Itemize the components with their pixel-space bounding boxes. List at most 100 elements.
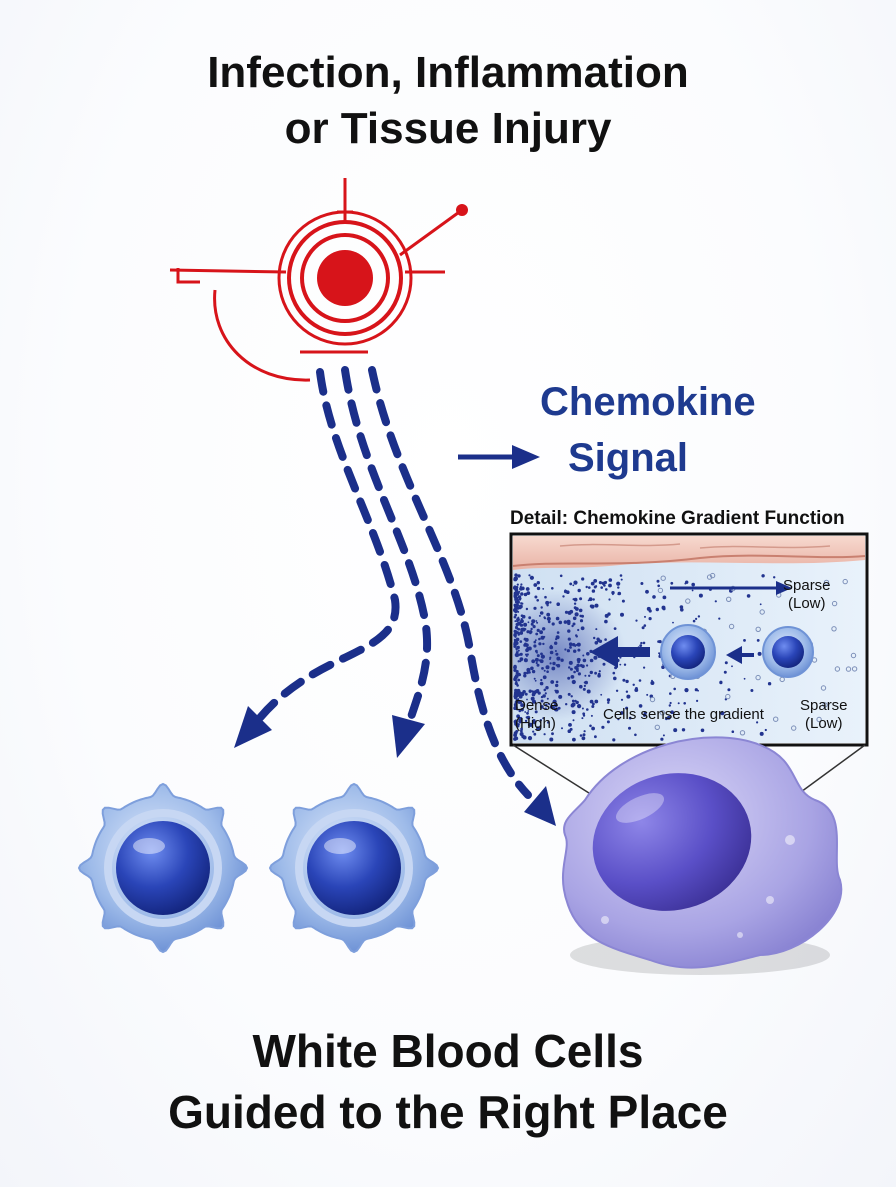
gradient-dot xyxy=(579,734,583,737)
gradient-dot xyxy=(517,633,520,636)
gradient-dot xyxy=(723,670,727,674)
gradient-dot xyxy=(755,626,761,632)
gradient-dot xyxy=(520,729,523,733)
gradient-dot xyxy=(646,693,649,696)
gradient-dot xyxy=(571,679,576,685)
gradient-dot xyxy=(646,606,651,611)
gradient-dot xyxy=(648,617,652,621)
gradient-dot xyxy=(573,606,577,610)
gradient-dot xyxy=(514,620,517,623)
gradient-dot xyxy=(851,666,858,672)
gradient-dot xyxy=(538,659,542,662)
gradient-dot xyxy=(529,722,533,727)
gradient-dot xyxy=(566,619,571,624)
gradient-dot xyxy=(519,660,522,663)
gradient-dots xyxy=(513,572,858,742)
gradient-dot xyxy=(567,692,571,696)
gradient-dot xyxy=(743,677,746,680)
gradient-dot xyxy=(617,593,620,596)
gradient-dot xyxy=(518,604,523,609)
gradient-dot xyxy=(593,585,597,589)
gradient-dot xyxy=(543,617,547,620)
gradient-dot xyxy=(669,701,672,705)
gradient-dot xyxy=(532,690,537,695)
gradient-dot xyxy=(583,730,586,733)
gradient-dot xyxy=(596,637,600,641)
gradient-dot xyxy=(572,719,575,722)
gradient-dot xyxy=(533,606,537,610)
gradient-dot xyxy=(591,726,595,731)
gradient-dot xyxy=(603,580,608,585)
gradient-dot xyxy=(514,610,516,613)
gradient-dot xyxy=(520,618,523,621)
gradient-dot xyxy=(520,614,524,617)
gradient-dot xyxy=(526,667,531,672)
gradient-dot xyxy=(513,694,517,699)
gradient-dot xyxy=(549,656,552,659)
gradient-dot xyxy=(536,654,540,658)
gradient-dot xyxy=(539,611,544,615)
gradient-dot xyxy=(516,693,519,697)
gradient-dot xyxy=(604,619,608,624)
gradient-dot xyxy=(540,652,543,656)
gradient-dot xyxy=(523,637,527,640)
gradient-dot xyxy=(555,683,559,688)
gradient-dot xyxy=(644,615,646,618)
gradient-dot xyxy=(526,591,531,595)
gradient-dot xyxy=(623,663,627,666)
gradient-dot xyxy=(773,576,776,579)
gradient-dot xyxy=(567,637,571,641)
gradient-dot xyxy=(540,705,544,709)
gradient-dot xyxy=(519,652,523,656)
gradient-dot xyxy=(756,639,760,642)
gradient-dot xyxy=(759,609,765,615)
gradient-dot xyxy=(669,692,672,695)
gradient-dot xyxy=(556,656,561,661)
gradient-dot xyxy=(662,607,666,611)
gradient-dot xyxy=(522,690,526,694)
gradient-dot xyxy=(539,681,544,686)
gradient-dot xyxy=(530,696,535,701)
gradient-dot xyxy=(559,574,563,578)
gradient-dot xyxy=(515,698,520,702)
gradient-dot xyxy=(791,725,797,731)
gradient-dot xyxy=(850,652,857,659)
gradient-dot xyxy=(546,616,551,621)
gradient-dot xyxy=(569,609,574,614)
gradient-dot xyxy=(576,663,580,668)
gradient-dot xyxy=(538,614,541,617)
gradient-dot xyxy=(540,678,543,682)
gradient-dot xyxy=(643,711,647,716)
dense-line-1: Dense xyxy=(515,697,559,714)
gradient-dot xyxy=(638,679,642,682)
gradient-dot xyxy=(534,583,537,586)
gradient-dot xyxy=(551,666,556,671)
gradient-dot xyxy=(657,584,660,588)
gradient-dot xyxy=(604,638,607,641)
gradient-dot xyxy=(632,683,635,686)
gradient-dot xyxy=(571,624,574,628)
gradient-dot xyxy=(658,640,662,644)
gradient-dot xyxy=(558,620,563,625)
gradient-dot xyxy=(581,577,585,581)
gradient-dot xyxy=(524,628,527,631)
gradient-detail-panel xyxy=(509,532,869,747)
gradient-dot xyxy=(546,670,549,673)
gradient-dot xyxy=(558,694,563,699)
diagram-title-line-1: Infection, Inflammation xyxy=(207,48,689,97)
detail-panel-title: Detail: Chemokine Gradient Function xyxy=(510,508,845,529)
gradient-dot xyxy=(549,662,552,665)
gradient-dot xyxy=(613,627,617,630)
gradient-dot xyxy=(517,649,520,652)
gradient-dot xyxy=(547,721,550,724)
gradient-dot xyxy=(514,691,517,694)
gradient-dot xyxy=(569,582,573,586)
gradient-dot xyxy=(528,689,532,693)
gradient-dot xyxy=(697,615,701,618)
gradient-dot xyxy=(532,720,537,725)
dense-high-label: Dense (High) xyxy=(515,697,558,733)
gradient-dot xyxy=(662,734,665,737)
gradient-dot xyxy=(555,638,558,641)
gradient-dot xyxy=(516,610,519,613)
gradient-dot xyxy=(543,669,546,672)
